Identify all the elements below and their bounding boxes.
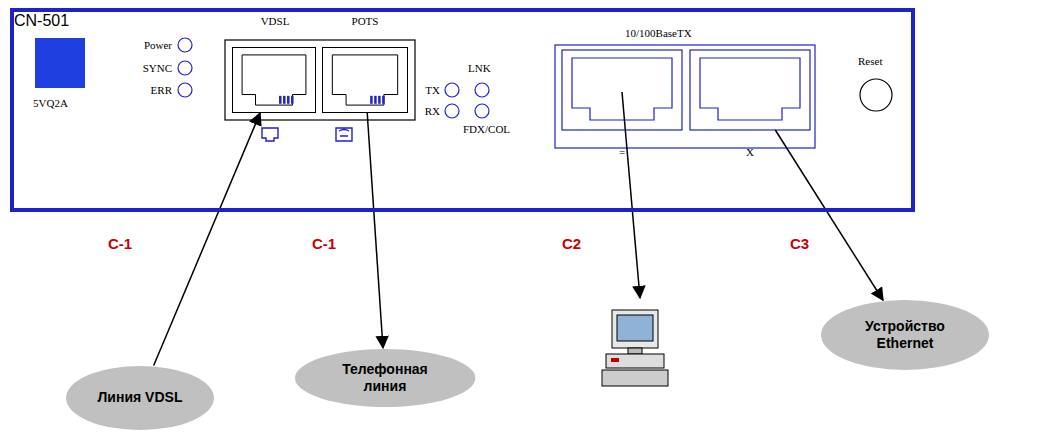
panel-label: 10/100BaseTX [625,27,692,39]
panel-label: SYNC [143,62,172,74]
node-label: Устройство Ethernet [850,318,960,353]
led [475,83,489,97]
led [178,83,192,97]
drawing-part [262,128,278,141]
jack-contact [370,96,373,104]
line-ellipse: Телефонная линия [294,348,476,408]
jack-outline [323,48,408,113]
ellipse-fill [821,300,989,370]
drawing-part [617,315,653,341]
port-label: POTS [322,15,408,27]
drawing-part [606,354,664,368]
panel-label: TX [425,84,440,96]
jack-contact [382,96,385,104]
ellipse-fill [295,349,475,407]
jack-opening [242,55,306,105]
port-label: = [562,146,682,158]
jack-opening [332,55,397,105]
connector-arrow [154,113,260,366]
model-name: CN-501 [14,12,911,30]
line-ellipse: Линия VDSL [65,365,215,431]
callout-number: C-1 [108,236,132,253]
port-frame [555,45,815,148]
rj45-jack: = [562,50,682,130]
computer-icon [602,310,668,386]
jack-contact [378,96,381,104]
drawing-part [700,58,800,120]
panel-label: FDX/COL [463,123,510,135]
drawing-part [336,128,352,141]
node-label: Телефонная линия [325,361,445,396]
panel-label: RX [425,105,440,117]
rj11-jack: VDSL [232,47,316,113]
jack-contact [283,96,286,104]
device-panel: VDSLPOTS=XCN-501 [10,8,915,212]
port-icon [262,128,352,141]
drawing-part [572,58,672,120]
callout-number: C-1 [312,236,336,253]
jack-outline [233,48,316,113]
drawing-part [611,358,619,362]
reset-button [860,79,892,111]
ellipse-fill [66,366,214,430]
jack-contact [287,96,290,104]
drawing-part [562,50,682,130]
connector-arrow [775,130,883,300]
node-label: Линия VDSL [92,389,188,407]
callout-number: C3 [790,236,809,253]
panel-label: LNK [468,62,491,74]
jack-contact [291,96,294,104]
led [475,104,489,118]
device-ellipse: Устройство Ethernet [820,299,990,371]
drawing-part [690,50,810,130]
drawing-part [612,310,658,348]
leader-line [622,92,640,298]
led [445,83,459,97]
panel-label: ERR [151,84,172,96]
power-jack [35,38,85,88]
panel-label: Reset [858,55,882,67]
rj45-jack [562,50,810,130]
led [178,38,192,52]
connector-arrow [367,113,383,348]
rj45-jack: X [690,50,810,130]
drawing-part [628,348,642,354]
rj11-jack: POTS [322,47,408,113]
jack-drawing [322,47,408,113]
panel-label: Power [144,39,172,51]
port-frame [225,40,415,120]
port-label: VDSL [233,15,317,27]
drawing-part [602,370,668,386]
panel-label: 5VQ2A [33,97,68,109]
callout-number: C2 [562,236,581,253]
led [445,104,459,118]
led [178,61,192,75]
port-label: X [690,146,810,158]
jack-contact [279,96,282,104]
jack-contact [374,96,377,104]
jack-drawing [232,47,316,113]
